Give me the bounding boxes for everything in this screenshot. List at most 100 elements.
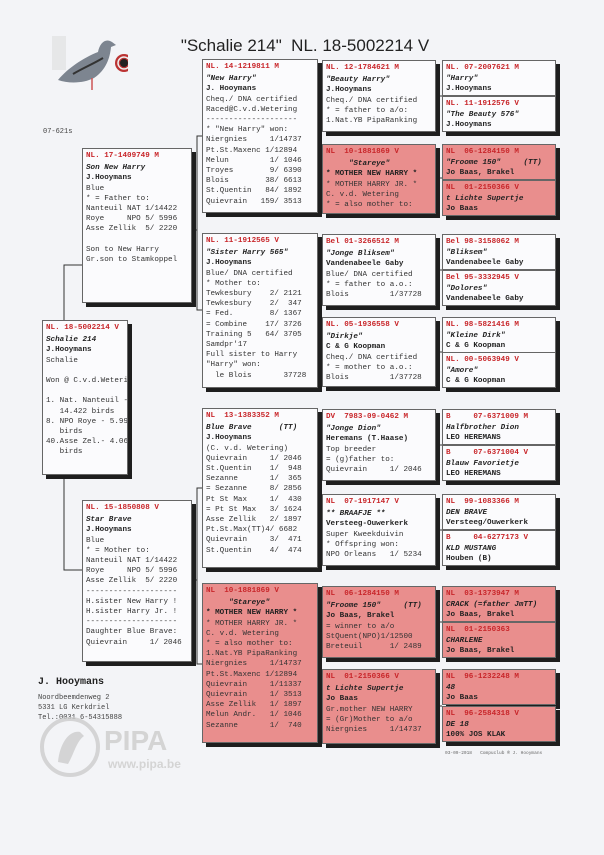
pigeon-name: KLD MUSTANG (446, 545, 497, 554)
breeder-phone: Tel.:0031 6-54315888 (38, 714, 123, 722)
detail-line: * = father to a.o.: (326, 280, 413, 289)
owner: J.Hooymans (446, 121, 492, 130)
detail-line: = winner to a/o (326, 622, 395, 631)
pedigree-card-fm[interactable]: NL. 11-1912565 V"Sister Harry 565"J.Hooy… (202, 233, 318, 388)
detail-line: Niergnies 1/14737 (326, 726, 422, 735)
detail-line: = Fed. 8/ 1367 (206, 310, 302, 319)
ring-number: NL. 18-5002214 V (46, 324, 119, 332)
ring-number: NL 06-1284150 M (326, 590, 399, 598)
pigeon-name: "Kleine Dirk" (446, 332, 506, 341)
ring-number: NL. 05-1936558 V (326, 321, 399, 329)
ring-number: NL 13-1383352 M (206, 412, 279, 420)
pedigree-card-mmf[interactable]: NL 06-1284150 M"Froome 150" (TT)Jo Baas,… (322, 586, 436, 658)
detail-line: = (Gr)Mother to a/o (326, 715, 413, 724)
pedigree-card-mm[interactable]: NL 10-1881869 V "Stareye"* MOTHER NEW HA… (202, 583, 318, 743)
detail-line: Schalie (46, 356, 78, 365)
detail-line: * = also mother to: (326, 201, 413, 210)
pedigree-card-mff[interactable]: DV 7983-09-0462 M"Jonge Dion"Heremans (T… (322, 409, 436, 481)
detail-line: Raced@C.v.d.Wetering (206, 105, 298, 114)
detail-line: Melun Andr. 1/ 1046 (206, 711, 302, 720)
pedigree-card-g5-5[interactable]: Bel 98-3158062 M"Bliksem"Vandenabeele Ga… (442, 234, 556, 270)
detail-line: Roye NPO 5/ 5996 (86, 567, 178, 576)
ring-number: DV 7983-09-0462 M (326, 413, 409, 421)
ring-number: NL. 17-1409749 M (86, 152, 159, 160)
pigeon-name: "Dirkje" (326, 333, 363, 342)
detail-line: = (g)father to: (326, 455, 395, 464)
pedigree-card-g5-7[interactable]: NL. 98-5821416 M"Kleine Dirk"C & G Koopm… (442, 317, 556, 353)
pedigree-card-g5-2[interactable]: NL. 11-1912576 V"The Beauty 576"J.Hooyma… (442, 96, 556, 132)
detail-line: Quievrain 159/ 3513 (206, 197, 302, 206)
detail-line: Pt St Max 1/ 430 (206, 495, 302, 504)
owner: LEO HEREMANS (446, 470, 501, 479)
breeder-street: Noordbeemdenweg 2 (38, 694, 110, 702)
owner: C & G Koopman (326, 343, 386, 352)
pigeon-name: Son New Harry (86, 164, 146, 173)
pigeon-name: "New Harry" (206, 75, 257, 84)
detail-line: Quievrain 3/ 471 (206, 536, 302, 545)
detail-line: Blue/ DNA certified (326, 270, 413, 279)
owner: J.Hooymans (326, 86, 372, 95)
detail-line (46, 366, 124, 376)
owner: Vandenabeele Gaby (446, 295, 524, 304)
pedigree-card-mfm[interactable]: NL 07-1917147 V** BRAAFJE **Versteeg-Ouw… (322, 494, 436, 566)
detail-line: Gr.mother NEW HARRY (326, 705, 413, 714)
owner: C & G Koopman (446, 342, 506, 351)
pedigree-card-fmf[interactable]: Bel 01-3266512 M"Jonge Bliksem"Vandenabe… (322, 234, 436, 306)
pedigree-card-fff[interactable]: NL. 12-1784621 M"Beauty Harry"J.Hooymans… (322, 60, 436, 132)
ring-number: NL 03-1373947 M (446, 590, 519, 598)
owner: J.Hooymans (46, 346, 92, 355)
detail-line: Blue (86, 184, 105, 193)
detail-line: 40.Asse Zel.- 4.069 (46, 438, 128, 447)
detail-line: Blue (86, 536, 105, 545)
detail-line: Blois 1/37728 (326, 291, 422, 300)
pedigree-card-g5-3[interactable]: NL 06-1284150 M"Froome 150" (TT)Jo Baas,… (442, 144, 556, 180)
owner: LEO HEREMANS (446, 434, 501, 443)
pedigree-card-g5-6[interactable]: Bel 95-3332945 V"Dolores"Vandenabeele Ga… (442, 270, 556, 306)
ring-number: NL. 11-1912576 V (446, 100, 519, 108)
detail-line: * = mother to a.o.: (326, 363, 413, 372)
detail-line: Daughter Blue Brave: (86, 628, 178, 637)
detail-line: C. v.d. Wetering (206, 629, 279, 638)
ring-number: NL. 07-2007621 M (446, 64, 519, 72)
detail-line: Cheq./ DNA certified (326, 353, 418, 362)
detail-line: Top breeder (326, 445, 377, 454)
pigeon-name: CRACK (=father JmTT) (446, 601, 538, 610)
detail-line: Training 5 64/ 3705 (206, 330, 302, 339)
detail-line: 14.422 birds (46, 407, 115, 416)
detail-line: Niergnies 1/14737 (206, 660, 302, 669)
breeder-name: J. Hooymans (38, 677, 105, 688)
detail-line: St.Quentin 4/ 474 (206, 546, 302, 555)
pedigree-card-g5-1[interactable]: NL. 07-2007621 M"Harry"J.Hooymans (442, 60, 556, 96)
owner: Houben (B) (446, 555, 492, 564)
detail-line: 1.Nat.YB PipaRanking (206, 650, 298, 659)
pigeon-name: "Jonge Bliksem" (326, 250, 395, 259)
detail-line: Sezanne 1/ 365 (206, 475, 302, 484)
detail-line: Super Kweekduivin (326, 530, 404, 539)
detail-line: Won @ C.v.d.Wetering (46, 377, 128, 386)
pigeon-name: 48 (446, 684, 456, 693)
detail-line: = Sezanne 8/ 2856 (206, 485, 302, 494)
pedigree-card-ffm[interactable]: NL 10-1881869 V "Stareye"* MOTHER NEW HA… (322, 144, 436, 214)
pedigree-card-g5-8[interactable]: NL. 00-5063949 V"Amore"C & G Koopman (442, 352, 556, 388)
detail-line: le Blois 37728 (206, 371, 307, 380)
detail-line: -------------------- (86, 618, 178, 627)
detail-line: NPO Orleans 1/ 5234 (326, 551, 422, 560)
breeder-city: 5331 LG Kerkdriel (38, 704, 110, 712)
footer-credit: 03-09-2018 Compuclub ® J. Hooymans (445, 751, 543, 756)
